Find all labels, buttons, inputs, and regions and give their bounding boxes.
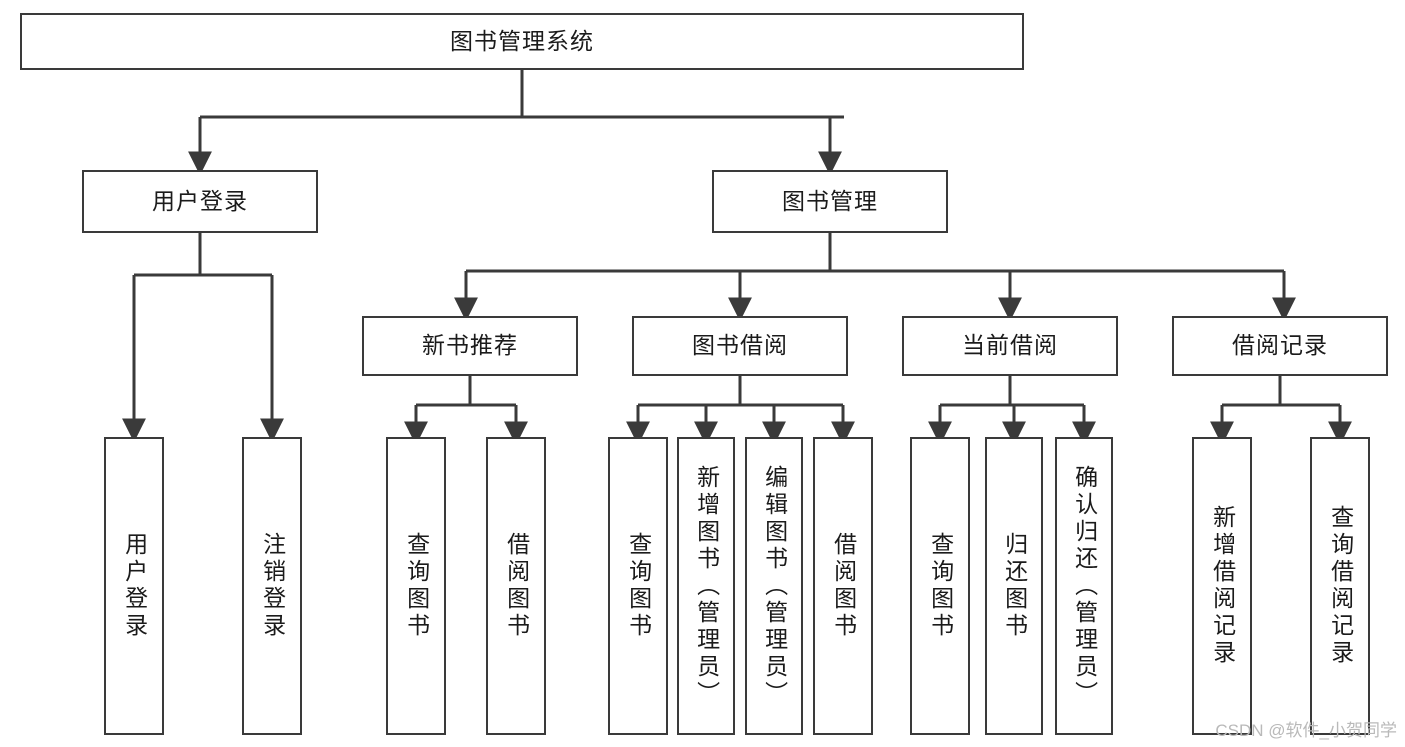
node-borrow-record[interactable]: 借阅记录 [1172, 316, 1388, 376]
leaf-add-book-admin-label: 新增图书（管理员） [693, 464, 720, 708]
csdn-watermark: CSDN @软件_小贺同学 [1215, 721, 1397, 740]
leaf-query-borrow-record[interactable]: 查询借阅记录 [1310, 437, 1370, 735]
node-borrow-record-label: 借阅记录 [1232, 332, 1328, 359]
leaf-edit-book-admin[interactable]: 编辑图书（管理员） [745, 437, 803, 735]
node-current-borrow[interactable]: 当前借阅 [902, 316, 1118, 376]
leaf-confirm-return-admin[interactable]: 确认归还（管理员） [1055, 437, 1113, 735]
node-user-login-label: 用户登录 [152, 187, 248, 214]
leaf-query-book-current[interactable]: 查询图书 [910, 437, 970, 735]
leaf-borrow-book[interactable]: 借阅图书 [813, 437, 873, 735]
node-root-label: 图书管理系统 [450, 27, 594, 54]
leaf-user-logout[interactable]: 注销登录 [242, 437, 302, 735]
leaf-add-borrow-record[interactable]: 新增借阅记录 [1192, 437, 1252, 735]
node-book-manage-label: 图书管理 [782, 187, 878, 214]
leaf-query-book-recommend-label: 查询图书 [403, 532, 430, 640]
leaf-add-book-admin[interactable]: 新增图书（管理员） [677, 437, 735, 735]
leaf-borrow-book-label: 借阅图书 [830, 532, 857, 640]
leaf-confirm-return-admin-label: 确认归还（管理员） [1071, 464, 1098, 708]
node-new-book-recommend-label: 新书推荐 [422, 332, 518, 359]
leaf-user-login[interactable]: 用户登录 [104, 437, 164, 735]
node-book-borrow-label: 图书借阅 [692, 332, 788, 359]
leaf-query-book-borrow-label: 查询图书 [625, 532, 652, 640]
leaf-query-book-current-label: 查询图书 [927, 532, 954, 640]
node-root[interactable]: 图书管理系统 [20, 13, 1024, 70]
node-new-book-recommend[interactable]: 新书推荐 [362, 316, 578, 376]
node-user-login[interactable]: 用户登录 [82, 170, 318, 233]
leaf-query-book-recommend[interactable]: 查询图书 [386, 437, 446, 735]
leaf-add-borrow-record-label: 新增借阅记录 [1209, 505, 1236, 667]
leaf-user-logout-label: 注销登录 [259, 532, 286, 640]
leaf-user-login-label: 用户登录 [121, 532, 148, 640]
leaf-query-borrow-record-label: 查询借阅记录 [1327, 505, 1354, 667]
node-book-manage[interactable]: 图书管理 [712, 170, 948, 233]
leaf-return-book-label: 归还图书 [1001, 532, 1028, 640]
leaf-borrow-book-recommend-label: 借阅图书 [503, 532, 530, 640]
node-current-borrow-label: 当前借阅 [962, 332, 1058, 359]
leaf-edit-book-admin-label: 编辑图书（管理员） [761, 464, 788, 708]
node-book-borrow[interactable]: 图书借阅 [632, 316, 848, 376]
leaf-borrow-book-recommend[interactable]: 借阅图书 [486, 437, 546, 735]
leaf-query-book-borrow[interactable]: 查询图书 [608, 437, 668, 735]
leaf-return-book[interactable]: 归还图书 [985, 437, 1043, 735]
